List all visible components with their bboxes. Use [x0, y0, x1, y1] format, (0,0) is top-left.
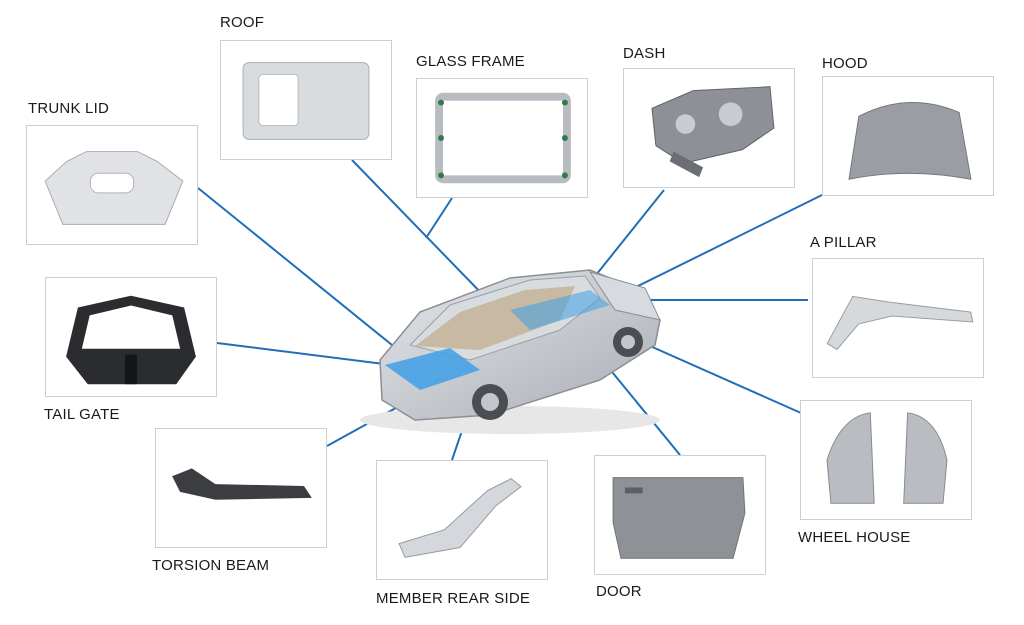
door-label: DOOR — [596, 583, 642, 600]
connector-glass-frame — [425, 197, 453, 239]
torsion-beam-label: TORSION BEAM — [152, 557, 270, 574]
tail-gate-label: TAIL GATE — [44, 406, 120, 423]
hood-image — [822, 76, 994, 196]
tail-gate-image — [45, 277, 217, 397]
dash-label: DASH — [623, 45, 666, 62]
connector-dash — [587, 189, 665, 286]
connector-wheel-house — [631, 337, 802, 414]
roof-label: ROOF — [220, 14, 265, 31]
glass-frame-image — [416, 78, 588, 198]
wheel-house-image — [800, 400, 972, 520]
member-rear-side-image — [376, 460, 548, 580]
connector-tail-gate — [216, 342, 401, 367]
dash-image — [623, 68, 795, 188]
connector-trunk-lid — [197, 187, 393, 346]
a-pillar-label: A PILLAR — [810, 234, 877, 251]
torsion-beam-image — [155, 428, 327, 548]
car-illustration — [360, 269, 661, 434]
roof-image — [220, 40, 392, 160]
a-pillar-image — [812, 258, 984, 378]
trunk-lid-image — [26, 125, 198, 245]
connector-roof — [351, 159, 489, 301]
hood-label: HOOD — [822, 55, 868, 72]
trunk-lid-label: TRUNK LID — [28, 100, 109, 117]
door-image — [594, 455, 766, 575]
member-rear-side-label: MEMBER REAR SIDE — [376, 590, 531, 607]
glass-frame-label: GLASS FRAME — [416, 53, 525, 70]
wheel-house-label: WHEEL HOUSE — [798, 529, 911, 546]
connector-hood — [629, 194, 823, 291]
